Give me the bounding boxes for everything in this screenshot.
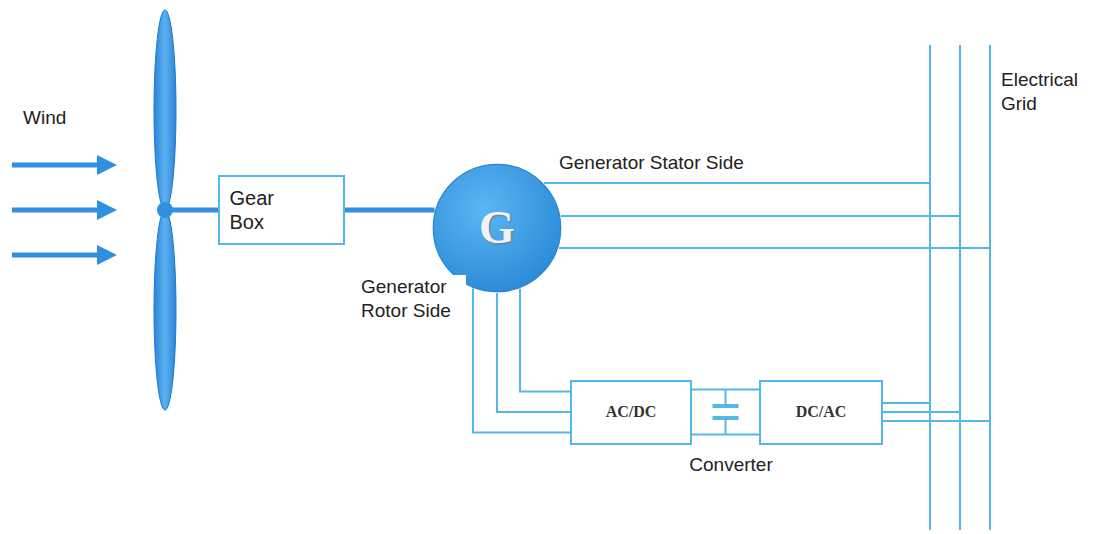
converter-output-wires xyxy=(883,403,990,421)
converter-label: Converter xyxy=(688,453,773,477)
turbine-rotor xyxy=(154,10,220,410)
capacitor-lead xyxy=(725,390,727,407)
node-text: AC/DC xyxy=(606,402,657,421)
connector xyxy=(345,208,435,213)
rotor-wire xyxy=(497,293,570,412)
node-text: Gear Box xyxy=(230,186,292,234)
node-text: G xyxy=(479,200,515,255)
capacitor-lead xyxy=(725,418,727,435)
capacitor-plate xyxy=(713,416,739,420)
grid-bus xyxy=(930,45,990,530)
rotor-wire xyxy=(473,288,570,432)
grid-label: Electrical Grid xyxy=(1000,68,1097,116)
wind-label: Wind xyxy=(22,106,67,130)
capacitor-plate xyxy=(713,404,739,408)
rotor-side-label: Generator Rotor Side xyxy=(360,275,466,323)
connector xyxy=(692,390,759,435)
drive-shaft xyxy=(345,208,435,213)
generator-circle: G xyxy=(432,163,562,293)
wind-arrows xyxy=(12,165,108,255)
gearbox-box: Gear Box xyxy=(218,175,345,245)
rectifier-box: AC/DC xyxy=(570,380,692,445)
node-text: DC/AC xyxy=(796,402,847,421)
stator-side-label: Generator Stator Side xyxy=(558,151,745,175)
stator-wires xyxy=(544,183,990,248)
inverter-box: DC/AC xyxy=(759,380,883,445)
connector xyxy=(473,288,570,432)
rotor-wire xyxy=(520,289,570,392)
